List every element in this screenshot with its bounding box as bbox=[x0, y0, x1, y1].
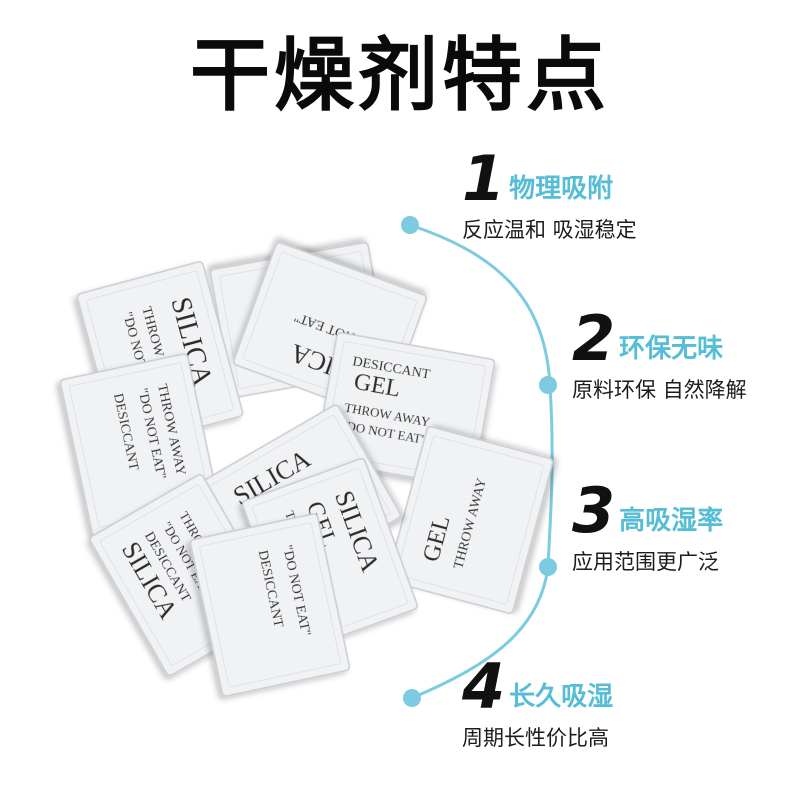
timeline-arc bbox=[409, 223, 554, 700]
feature-description: 原料环保 自然降解 bbox=[572, 378, 747, 402]
feature-number: 3 bbox=[572, 474, 616, 547]
packet: THROW AWAY "DO NOT EAT" DESICCANT bbox=[59, 352, 221, 538]
packet: GEL THROW AWAY bbox=[385, 425, 555, 615]
packets-group: DESICCANT GEL SILICA THROW AWAY "DO NOT … bbox=[59, 240, 555, 698]
feature-item-4: 4 长久吸湿 周期长性价比高 bbox=[462, 656, 782, 752]
feature-name: 长久吸湿 bbox=[509, 682, 614, 712]
feature-description: 周期长性价比高 bbox=[462, 726, 609, 750]
timeline-dot-2 bbox=[539, 376, 557, 394]
feature-item-1: 1 物理吸附 反应温和 吸湿稳定 bbox=[462, 148, 782, 244]
feature-name: 高吸湿率 bbox=[619, 506, 724, 536]
page-title: 干燥剂特点 bbox=[190, 29, 610, 122]
feature-description: 应用范围更广泛 bbox=[572, 550, 719, 574]
feature-name: 环保无味 bbox=[619, 334, 724, 364]
timeline-dot-4 bbox=[403, 689, 421, 707]
timeline-dot-3 bbox=[539, 558, 557, 576]
feature-description: 反应温和 吸湿稳定 bbox=[462, 218, 637, 242]
timeline-dot-1 bbox=[401, 216, 419, 234]
feature-name: 物理吸附 bbox=[509, 174, 614, 204]
feature-number: 1 bbox=[462, 142, 506, 215]
packet: "DO NOT EAT" DESICCANT bbox=[189, 512, 351, 698]
feature-number: 4 bbox=[462, 650, 506, 723]
feature-item-2: 2 环保无味 原料环保 自然降解 bbox=[572, 308, 800, 404]
feature-number: 2 bbox=[572, 302, 616, 375]
feature-item-3: 3 高吸湿率 应用范围更广泛 bbox=[572, 480, 800, 576]
